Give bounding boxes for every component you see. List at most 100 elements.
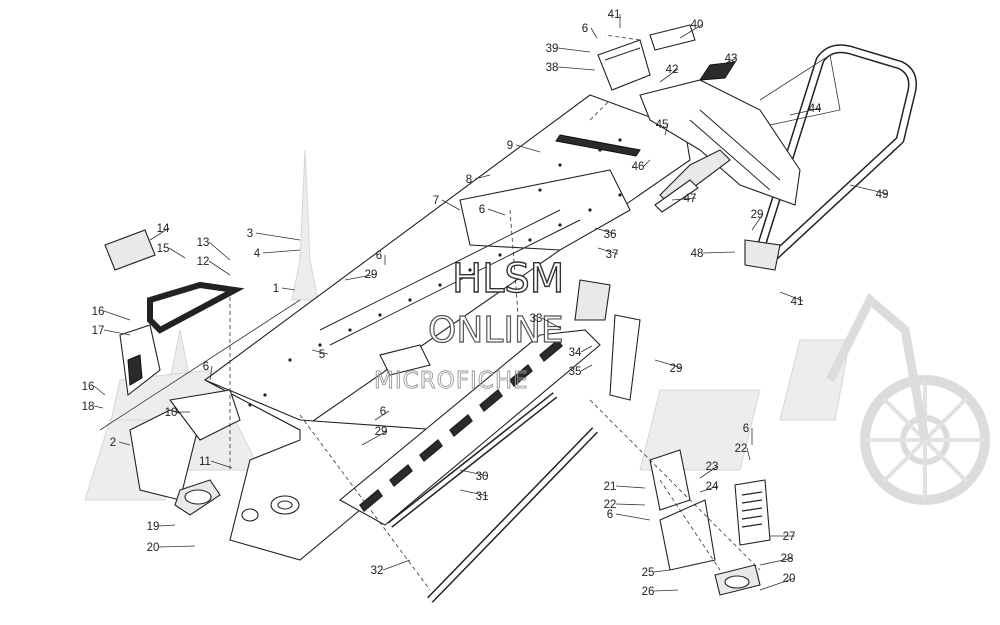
callout-leader — [671, 197, 697, 201]
callout-leader — [759, 557, 794, 566]
callout-15: 15 — [157, 243, 170, 255]
callout-leader — [849, 184, 889, 195]
callout-27: 27 — [783, 531, 796, 543]
callout-2: 2 — [110, 437, 116, 449]
callout-leader — [541, 317, 561, 329]
callout-26: 26 — [642, 586, 655, 598]
watermark-line2: ONLINE — [428, 310, 564, 351]
callout-leader — [699, 485, 719, 493]
callout-17: 17 — [92, 325, 105, 337]
watermark-line1: HLSM — [452, 256, 564, 302]
callout-leader — [709, 57, 738, 71]
callout-41: 41 — [608, 9, 621, 21]
hitch-bracket — [597, 24, 736, 91]
callout-29: 29 — [365, 269, 378, 281]
callout-leader — [103, 310, 131, 321]
callout-leader — [597, 247, 619, 255]
callout-leader — [361, 430, 388, 446]
tunnel-rear-section — [459, 169, 631, 251]
slide-rails — [387, 392, 598, 603]
callout-40: 40 — [691, 19, 704, 31]
callout-6: 6 — [743, 423, 749, 435]
callout-leader — [515, 144, 541, 153]
watermark: HLSM ONLINE MICROFICHE — [374, 255, 565, 394]
callout-25: 25 — [642, 567, 655, 579]
callout-42: 42 — [666, 64, 679, 76]
callout-12: 12 — [197, 256, 210, 268]
callout-48: 48 — [691, 248, 704, 260]
callout-47: 47 — [684, 193, 697, 205]
callout-leader — [118, 441, 131, 446]
callout-leader — [441, 199, 461, 211]
callout-leader — [149, 227, 170, 241]
callout-1: 1 — [273, 283, 279, 295]
tunnel-left-side — [204, 379, 443, 561]
callout-4: 4 — [254, 248, 261, 260]
callout-5: 5 — [319, 349, 325, 361]
callout-leader — [103, 329, 131, 336]
callout-39: 39 — [546, 43, 559, 55]
callout-leader — [702, 251, 736, 254]
callout-leader — [580, 364, 593, 372]
callout-32: 32 — [371, 565, 384, 577]
callout-leader — [653, 569, 671, 573]
callout-leader — [759, 577, 796, 591]
bumper-end-fittings — [654, 179, 781, 271]
callout-19: 19 — [147, 521, 160, 533]
callout-36: 36 — [604, 229, 617, 241]
callout-leader — [659, 68, 679, 83]
callout-leader — [255, 232, 301, 241]
callout-leader — [459, 469, 489, 477]
callout-leader — [789, 107, 822, 116]
callout-20: 20 — [147, 542, 160, 554]
front-bumper-parts — [104, 229, 245, 397]
callout-leader — [679, 23, 704, 39]
callout-leader — [158, 524, 176, 527]
callout-14: 14 — [157, 223, 170, 235]
callout-43: 43 — [725, 53, 738, 65]
callout-leader — [699, 465, 719, 479]
callout-leader — [615, 485, 646, 489]
callout-leader — [459, 489, 489, 497]
callout-9: 9 — [507, 140, 513, 152]
callout-leader — [93, 385, 106, 396]
callout-leader — [751, 213, 764, 231]
callout-leader — [557, 47, 591, 53]
callout-10: 10 — [165, 407, 178, 419]
callout-16: 16 — [92, 306, 105, 318]
callout-6: 6 — [582, 23, 588, 35]
callout-3: 3 — [247, 228, 253, 240]
callout-leader — [643, 159, 651, 167]
callout-37: 37 — [606, 249, 619, 261]
callout-leader — [210, 460, 233, 469]
rear-bumper-tube — [755, 44, 917, 269]
callout-leader — [654, 359, 683, 369]
callout-38: 38 — [546, 62, 559, 74]
callout-29: 29 — [670, 363, 683, 375]
callout-leader — [590, 27, 598, 39]
callout-leader — [580, 345, 593, 353]
callout-20: 20 — [783, 573, 796, 585]
deck-rivets — [248, 138, 622, 407]
callout-leader — [209, 365, 213, 381]
callout-23: 23 — [706, 461, 719, 473]
callout-leader — [594, 227, 617, 235]
callout-24: 24 — [706, 481, 719, 493]
callout-6: 6 — [607, 509, 613, 521]
callout-leader — [93, 405, 104, 409]
callout-leader — [281, 287, 296, 291]
callout-18: 18 — [82, 401, 95, 413]
callout-leader — [487, 208, 506, 216]
callout-45: 45 — [656, 119, 669, 131]
callout-49: 49 — [876, 189, 889, 201]
callout-6: 6 — [376, 250, 382, 262]
callout-11: 11 — [199, 456, 211, 468]
callout-leader — [208, 260, 231, 276]
callout-leader — [208, 241, 231, 261]
watermark-line3: MICROFICHE — [374, 368, 529, 394]
callout-6: 6 — [479, 204, 485, 216]
callout-leader — [262, 249, 301, 254]
callout-35: 35 — [569, 366, 582, 378]
callout-leader — [664, 123, 669, 136]
